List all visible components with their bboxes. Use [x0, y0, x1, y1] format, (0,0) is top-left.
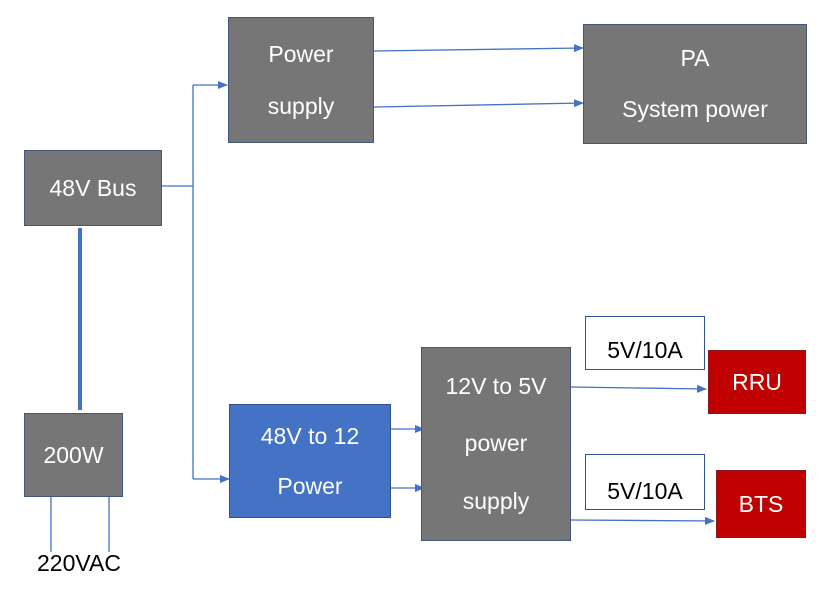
converter-12v-to-5v-line1: 12V to 5V: [445, 373, 547, 400]
bts-rating-label-box: 5V/10A: [585, 454, 705, 510]
bus-48v-label: 48V Bus: [49, 174, 137, 201]
bts-rating-label: 5V/10A: [607, 477, 683, 504]
converter-12v-to-5v-line2: power: [464, 430, 528, 457]
converter-48v-to-12-line1: 48V to 12: [260, 422, 360, 449]
arrow-5v-to-rru: [570, 384, 707, 393]
rating-200w-box: 200W: [24, 413, 123, 497]
ac-input-label: 220VAC: [37, 550, 121, 576]
power-supply-label-line2: supply: [267, 92, 335, 119]
bts-label: BTS: [738, 490, 784, 517]
power-supply-label-line1: Power: [268, 40, 334, 67]
converter-12v-to-5v-line3: supply: [462, 487, 530, 514]
bus-48v-box: 48V Bus: [24, 150, 162, 226]
rating-200w-label: 200W: [43, 441, 104, 468]
rru-box: RRU: [708, 350, 806, 414]
arrow-power-supply-to-pa-1: [373, 44, 584, 53]
converter-48v-to-12-box: 48V to 12 Power: [229, 404, 391, 518]
bts-box: BTS: [716, 470, 806, 538]
arrow-power-supply-to-pa-2: [373, 99, 584, 108]
rru-rating-label-box: 5V/10A: [585, 316, 705, 370]
converter-12v-to-5v-box: 12V to 5V power supply: [421, 347, 571, 541]
converter-48v-to-12-line2: Power: [277, 472, 343, 499]
rru-rating-label: 5V/10A: [607, 336, 683, 363]
arrow-5v-to-bts: [570, 516, 715, 525]
system-power-label: System power: [622, 96, 768, 122]
pa-label: PA: [680, 45, 710, 71]
rru-label: RRU: [732, 368, 782, 395]
power-supply-box: Power supply: [228, 17, 374, 143]
pa-system-power-box: PA System power: [583, 24, 807, 144]
